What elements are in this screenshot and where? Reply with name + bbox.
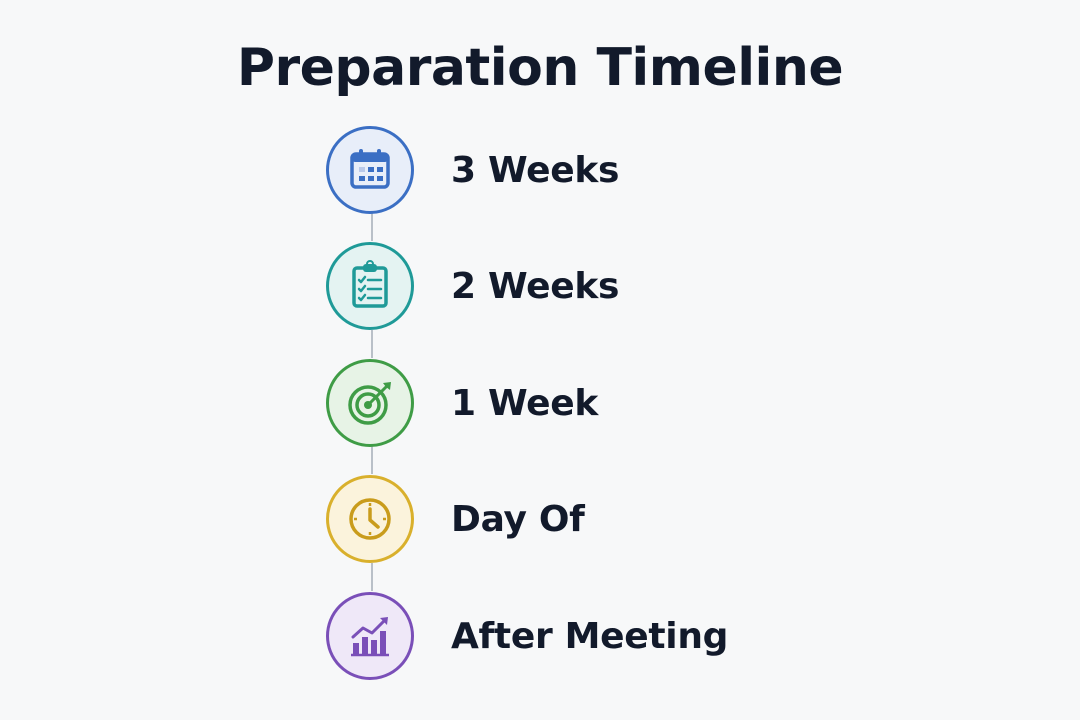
step-circle xyxy=(326,592,414,680)
step-label: Day Of xyxy=(451,498,585,540)
timeline-connector xyxy=(371,446,373,474)
step-label: After Meeting xyxy=(451,615,729,657)
step-label: 1 Week xyxy=(451,382,598,424)
step-circle xyxy=(326,359,414,447)
timeline-step-1-week: 1 Week xyxy=(326,357,598,449)
step-label: 2 Weeks xyxy=(451,265,620,307)
growth-chart-icon xyxy=(351,617,389,657)
step-circle xyxy=(326,242,414,330)
clipboard-checklist-icon xyxy=(352,260,388,308)
timeline-step-2-weeks: 2 Weeks xyxy=(326,240,619,332)
timeline-connector xyxy=(371,213,373,241)
calendar-icon xyxy=(350,149,390,189)
timeline-step-day-of: Day Of xyxy=(326,473,585,565)
clock-icon xyxy=(349,498,391,540)
timeline-step-after-meeting: After Meeting xyxy=(326,590,728,682)
timeline-step-3-weeks: 3 Weeks xyxy=(326,124,619,216)
timeline-connector xyxy=(371,330,373,358)
step-circle xyxy=(326,126,414,214)
step-label: 3 Weeks xyxy=(451,149,620,191)
timeline-connector xyxy=(371,563,373,591)
step-circle xyxy=(326,475,414,563)
page-title: Preparation Timeline xyxy=(236,38,844,98)
target-icon xyxy=(348,382,391,425)
